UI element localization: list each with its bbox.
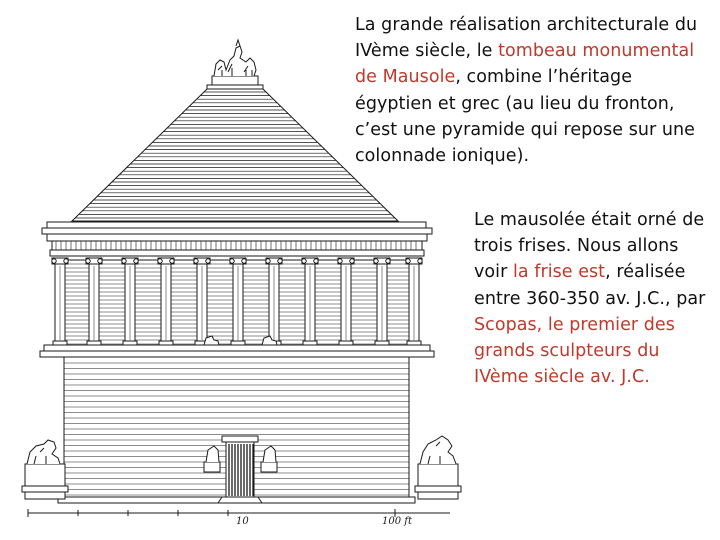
- tombeau-link-text: tombeau monumental de Mausole: [355, 41, 695, 88]
- scale-bar: [27, 509, 450, 517]
- paragraph-mausoleum-intro: La grande réalisation architecturale du …: [355, 12, 705, 169]
- right-statue-pedestal: [414, 435, 462, 500]
- para2-middle-text: , réalisée entre 360-350 av. J.C., par: [474, 262, 706, 309]
- ionic-colonnade: [39, 257, 435, 358]
- scale-label-10: 10: [236, 516, 249, 527]
- stepped-pyramid: [70, 88, 400, 222]
- scale-label-100ft: 100 ft: [382, 516, 413, 527]
- scopas-text: Scopas, le premier des grands sculpteurs…: [474, 314, 675, 388]
- quadriga-statue: [206, 38, 264, 90]
- para1-intro-text: La grande réalisation architecturale du …: [355, 15, 698, 62]
- frise-est-text: la frise est: [512, 262, 606, 283]
- entablature: [41, 221, 433, 257]
- entrance-door: [203, 435, 278, 504]
- para1-rest-text: , combine l’héritage égyptien et grec (a…: [355, 67, 695, 167]
- paragraph-frieze: Le mausolée était orné de trois frises. …: [474, 207, 714, 390]
- left-statue-pedestal: [21, 439, 69, 500]
- para2-intro-text: Le mausolée était orné de trois frises. …: [474, 210, 705, 283]
